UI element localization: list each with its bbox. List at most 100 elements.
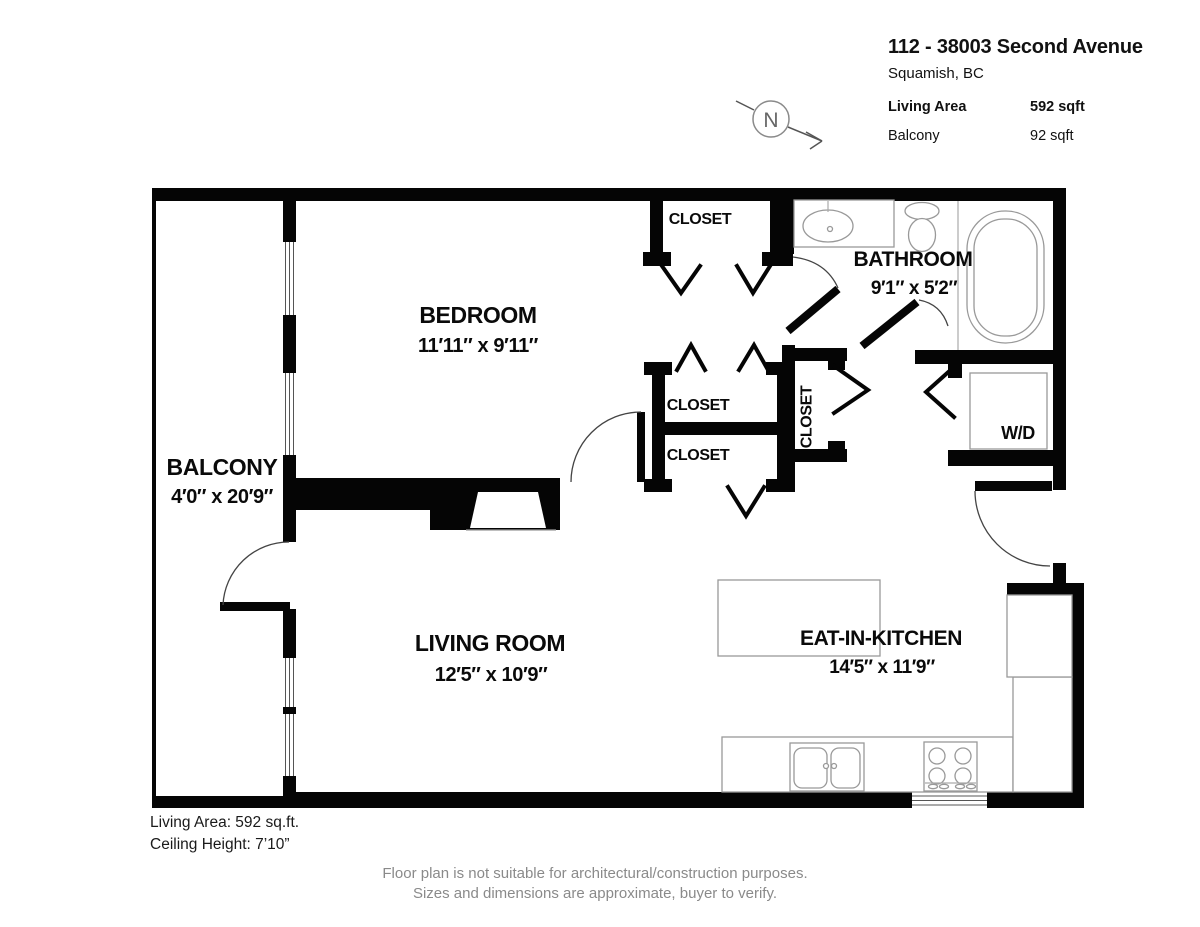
room-labels: BEDROOM 11′11″ x 9′11″ BALCONY 4′0″ x 20… [167, 211, 1036, 686]
wall-balcony-stub-3 [283, 455, 296, 542]
bedroom-door-leaf [637, 412, 645, 482]
bathroom-dims: 9′1″ x 5′2″ [871, 278, 958, 299]
stat-row-balcony: Balcony 92 sqft [888, 128, 1188, 144]
washer-dryer-box [969, 372, 1048, 450]
balcony-door-arc [222, 541, 290, 606]
bathroom-label: BATHROOM [854, 248, 973, 271]
fixtures [717, 199, 1073, 793]
hallcloset-bifold-up-right [736, 341, 771, 373]
area-stats: Living Area 592 sqft Balcony 92 sqft [888, 99, 1188, 144]
hall-door-arc [918, 299, 949, 327]
wall-bathroom-bottom [915, 350, 1066, 364]
wall-top [152, 188, 1065, 201]
window-bedroom-1 [283, 242, 296, 315]
kitchen-island [717, 579, 881, 657]
balcony-area-label: Balcony [888, 128, 940, 144]
disclaimer: Floor plan is not suitable for architect… [0, 864, 1190, 904]
wall-bedroom-bottom [296, 478, 430, 510]
windows [283, 242, 987, 808]
wall-bedcloset-left-foot [643, 252, 671, 266]
wall-kitchen-top-right [1007, 583, 1084, 595]
wall-bedcloset-left [650, 200, 663, 255]
kitchen-label: EAT-IN-KITCHEN [800, 627, 962, 650]
footer-ceiling-height: Ceiling Height: 7’10” [150, 836, 290, 853]
wall-hallcloset-divider [665, 422, 777, 435]
north-label: N [763, 109, 778, 132]
wall-balcony-stub-4 [283, 609, 296, 658]
bedroom-label: BEDROOM [419, 302, 536, 328]
hall-door-leaf [859, 298, 920, 350]
living-room-label: LIVING ROOM [415, 630, 565, 656]
wall-bedcloset-right-foot [762, 252, 793, 266]
living-area-label: Living Area [888, 99, 967, 115]
kitchen-counter-right [1012, 676, 1073, 793]
entry-door-leaf [975, 481, 1052, 491]
hall-closet-upper-label: CLOSET [667, 397, 730, 414]
wall-balcony-stub-5 [283, 707, 296, 714]
wall-balcony-railing [152, 188, 156, 808]
footer-area-info: Living Area: 592 sq.ft. Ceiling Height: … [150, 812, 299, 856]
bathtub [957, 201, 1045, 350]
wall-balcony-bottom [152, 796, 298, 808]
disclaimer-line-1: Floor plan is not suitable for architect… [382, 865, 808, 882]
wall-entrycloset-top [790, 348, 847, 361]
stat-row-living-area: Living Area 592 sqft [888, 99, 1188, 115]
hallcloset-bifold-up-left [674, 340, 708, 373]
bedroom-dims: 11′11″ x 9′11″ [418, 335, 539, 357]
stove [923, 741, 978, 792]
disclaimer-line-2: Sizes and dimensions are approximate, bu… [412, 885, 778, 902]
window-kitchen [912, 792, 987, 808]
listing-header: 112 - 38003 Second Avenue Squamish, BC L… [888, 36, 1188, 144]
washer-dryer-label: W/D [1001, 423, 1035, 443]
entry-closet-label: CLOSET [799, 385, 816, 448]
balcony-door-leaf [220, 602, 290, 611]
balcony-label: BALCONY [167, 454, 278, 480]
wall-balcony-stub-6 [283, 776, 296, 802]
bedcloset-bifold-left [659, 263, 703, 297]
wall-right-upper [1053, 188, 1066, 490]
toilet [904, 201, 940, 253]
wall-laundry-bottom [948, 450, 1066, 466]
doors [220, 256, 1052, 611]
hallcloset-bifold-down [725, 484, 767, 520]
listing-city: Squamish, BC [888, 65, 984, 82]
fireplace-niche [466, 492, 556, 531]
bedcloset-bifold-right [734, 263, 773, 297]
window-living-1 [283, 658, 296, 707]
wall-hallcloset-foot-bl [644, 479, 672, 492]
bathroom-vanity [793, 199, 895, 248]
wall-balcony-stub-1 [283, 188, 296, 242]
footer-living-area: Living Area: 592 sq.ft. [150, 814, 300, 831]
window-bedroom-2 [283, 373, 296, 455]
window-living-2 [283, 714, 296, 776]
wall-kitchen-right [1072, 583, 1084, 808]
wall-entry-stub [1053, 563, 1066, 585]
wall-entrycloset-left [782, 345, 795, 490]
listing-address: 112 - 38003 Second Avenue [888, 36, 1143, 58]
wall-balcony-stub-2 [283, 315, 296, 373]
hall-closet-lower-label: CLOSET [667, 447, 730, 464]
balcony-area-value: 92 sqft [1030, 128, 1074, 144]
wall-entrycloset-bottom-foot [828, 441, 845, 450]
balcony-dims: 4′0″ x 20′9″ [171, 486, 274, 508]
wall-hallcloset-left [652, 362, 665, 492]
bedroom-door-arc [570, 411, 642, 483]
laundry-bifold [922, 364, 957, 420]
wall-bottom-right [987, 792, 1084, 808]
living-room-dims: 12′5″ x 10′9″ [435, 664, 548, 686]
bedroom-closet-label: CLOSET [669, 211, 732, 228]
wall-bottom-main [294, 792, 912, 808]
bathroom-door-arc [792, 256, 839, 289]
kitchen-sink [789, 742, 865, 792]
wall-laundry-stub [948, 362, 962, 378]
living-area-value: 592 sqft [1030, 99, 1085, 115]
entrycloset-bifold [831, 363, 872, 416]
kitchen-dims: 14′5″ x 11′9″ [829, 657, 935, 678]
wall-hallcloset-foot-tl [644, 362, 672, 375]
entry-door-arc [974, 490, 1051, 567]
wall-entrycloset-bottom [790, 449, 847, 462]
bathroom-door-leaf [785, 285, 841, 335]
wall-bedcloset-right [770, 188, 794, 254]
